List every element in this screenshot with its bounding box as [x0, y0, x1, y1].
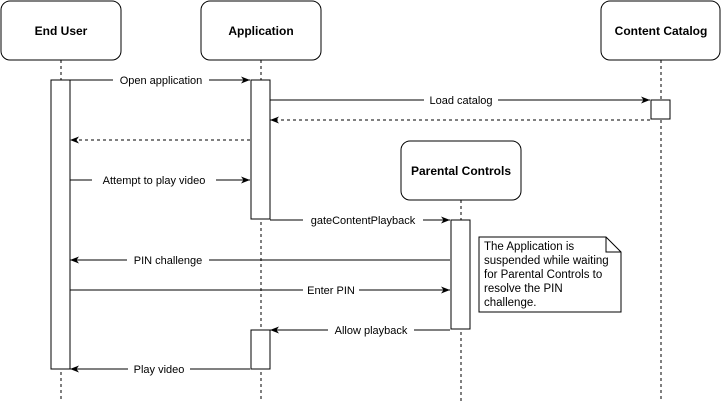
actor-end-user-label: End User	[35, 24, 88, 38]
message-allow-playback-label: Allow playback	[335, 325, 408, 337]
message-gate-content-playback-label: gateContentPlayback	[311, 215, 416, 227]
note-line-4: resolve the PIN	[484, 283, 563, 295]
actor-content-catalog: Content Catalog	[600, 0, 721, 61]
activation-application-2	[250, 329, 271, 370]
note-fold	[605, 237, 621, 253]
message-open-application-label: Open application	[120, 75, 203, 87]
actor-parental-controls-label: Parental Controls	[411, 164, 511, 178]
actor-parental-controls: Parental Controls	[400, 140, 522, 201]
message-allow-playback: Allow playback	[270, 323, 450, 337]
message-pin-challenge-label: PIN challenge	[134, 255, 203, 267]
message-attempt-to-play-label: Attempt to play video	[103, 175, 206, 187]
note: The Application is suspended while waiti…	[478, 236, 622, 313]
message-enter-pin: Enter PIN	[70, 283, 450, 297]
note-line-5: challenge.	[484, 297, 536, 309]
note-line-1: The Application is	[484, 241, 574, 253]
note-line-3: for Parental Controls to	[484, 269, 602, 281]
actor-content-catalog-label: Content Catalog	[615, 24, 708, 38]
message-play-video-label: Play video	[134, 364, 185, 376]
actor-end-user: End User	[0, 0, 122, 61]
message-load-catalog-label: Load catalog	[430, 95, 493, 107]
message-play-video: Play video	[70, 362, 250, 376]
message-load-catalog: Load catalog	[270, 93, 650, 107]
note-shape	[478, 236, 622, 313]
message-attempt-to-play: Attempt to play video	[70, 173, 250, 187]
message-enter-pin-label: Enter PIN	[307, 285, 355, 297]
activation-content-catalog	[650, 99, 671, 120]
activation-parental-controls	[450, 219, 471, 330]
activation-application-1	[250, 79, 271, 220]
activation-end-user	[50, 79, 71, 370]
message-open-application: Open application	[70, 73, 250, 87]
actor-application: Application	[200, 0, 322, 61]
actor-application-label: Application	[228, 24, 293, 38]
message-gate-content-playback: gateContentPlayback	[270, 213, 450, 227]
note-line-2: suspended while waiting	[484, 255, 609, 267]
message-pin-challenge: PIN challenge	[70, 253, 450, 267]
